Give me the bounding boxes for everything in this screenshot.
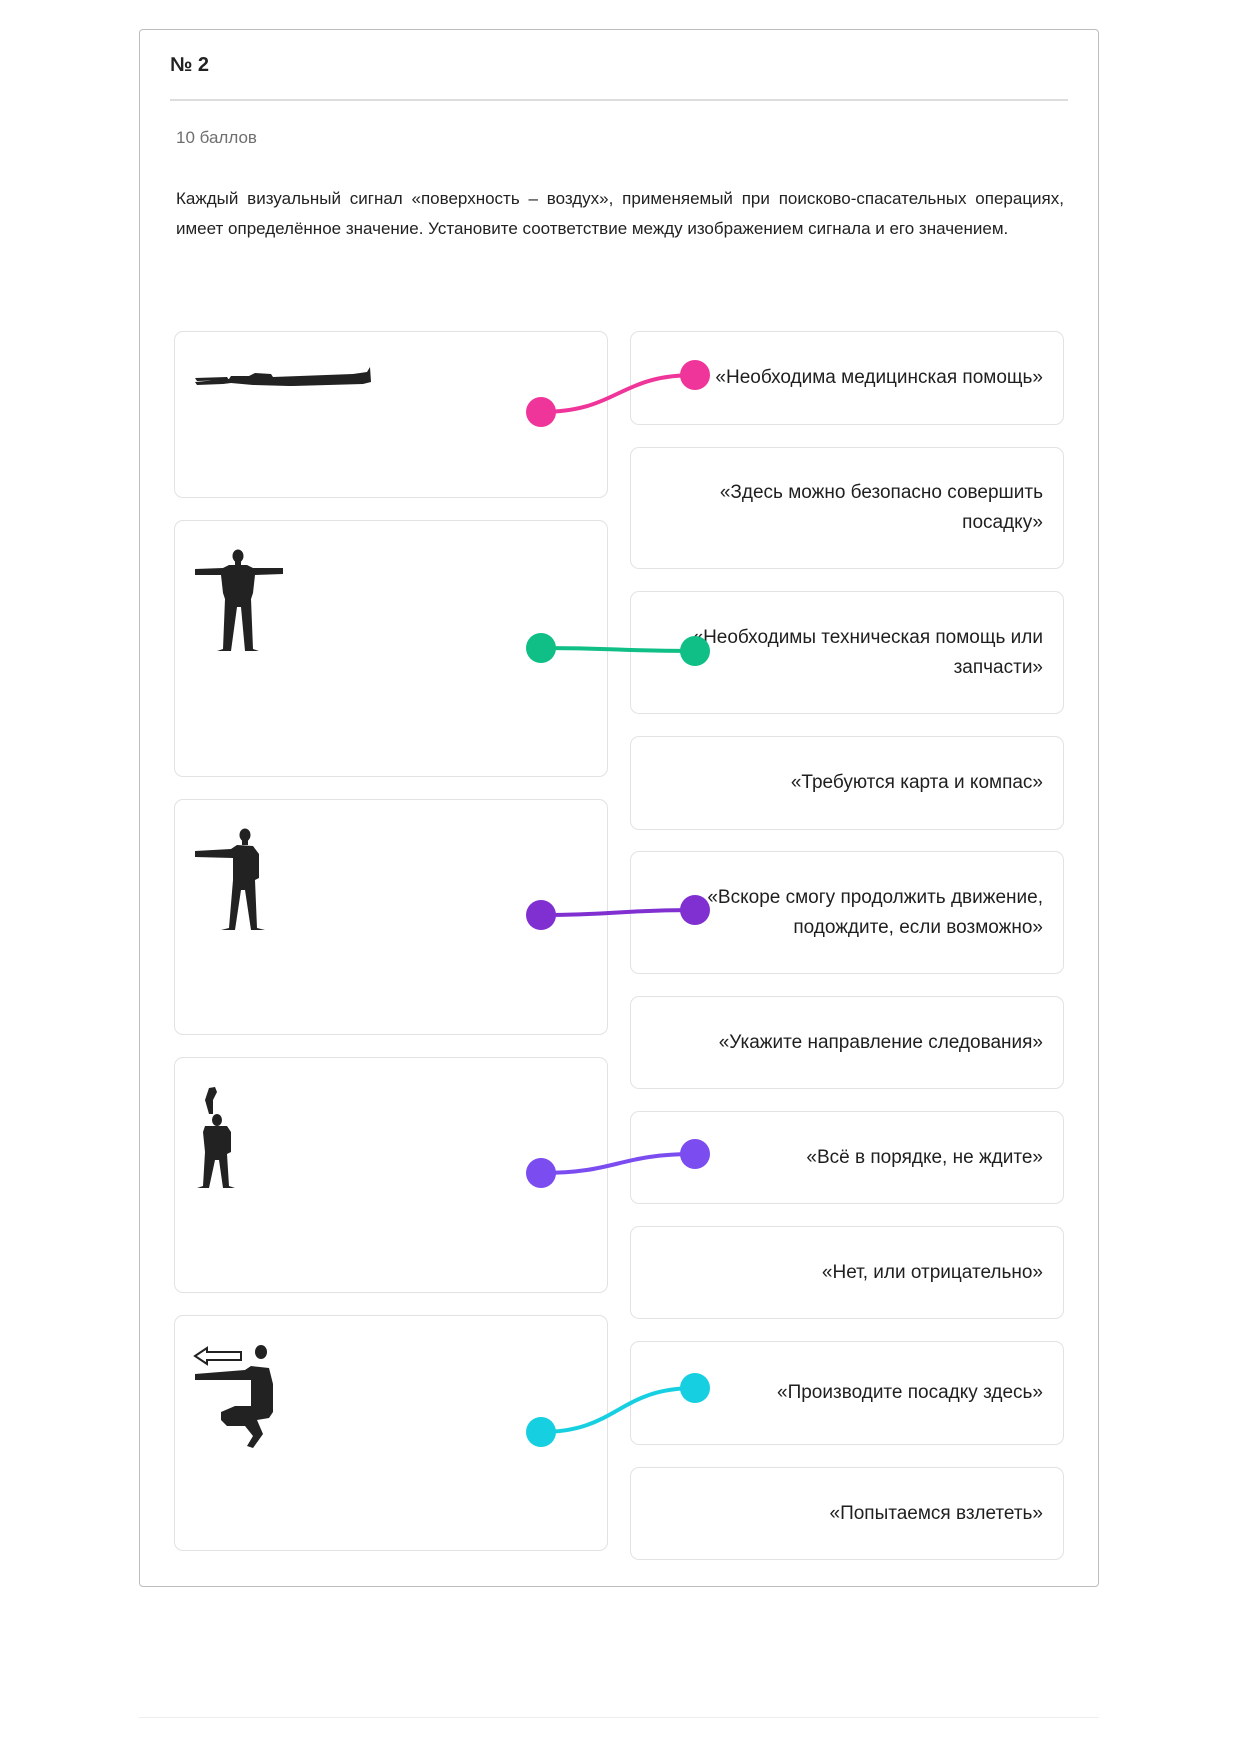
right-item-label: «Нет, или отрицательно» — [821, 1261, 1043, 1283]
connection-line — [539, 373, 697, 414]
connection-line — [539, 908, 697, 917]
connection-line — [539, 1152, 697, 1175]
right-item-label: «Всё в порядке, не ждите» — [806, 1146, 1043, 1168]
right-connector-dot[interactable] — [680, 360, 710, 390]
question-card: № 2 10 баллов Каждый визуальный сигнал «… — [139, 29, 1099, 1587]
right-item-10[interactable]: «Попытаемся взлететь» — [630, 1467, 1064, 1560]
right-connector-dot[interactable] — [680, 895, 710, 925]
arm-pointing-person-icon — [195, 828, 265, 930]
arm-raised-person-icon — [197, 1087, 235, 1188]
points-label: 10 баллов — [176, 128, 257, 147]
connection-line — [539, 1386, 697, 1434]
left-connector-dot[interactable] — [526, 633, 556, 663]
right-item-label: «Необходимы техническая помощь или запча… — [692, 626, 1044, 678]
right-item-label: «Здесь можно безопасно совершить посадку… — [719, 482, 1043, 533]
right-item-6[interactable]: «Укажите направление следования» — [630, 996, 1064, 1089]
right-item-label: «Необходима медицинская помощь» — [715, 367, 1043, 388]
question-text: Каждый визуальный сигнал «поверхность – … — [176, 189, 1064, 238]
divider — [170, 99, 1068, 101]
left-connector-dot[interactable] — [526, 1158, 556, 1188]
arms-outstretched-person-icon — [195, 549, 283, 651]
right-item-label: «Попытаемся взлететь» — [829, 1502, 1043, 1524]
right-item-label: «Укажите направление следования» — [718, 1031, 1043, 1053]
lying-person-icon — [195, 367, 371, 386]
right-item-8[interactable]: «Нет, или отрицательно» — [630, 1226, 1064, 1319]
right-connector-dot[interactable] — [680, 1373, 710, 1403]
footer-divider — [139, 1717, 1099, 1718]
right-item-label: «Вскоре смогу продолжить движение, подож… — [707, 886, 1043, 938]
right-item-2[interactable]: «Здесь можно безопасно совершить посадку… — [630, 447, 1064, 569]
right-item-label: «Требуются карта и компас» — [790, 772, 1043, 793]
squatting-arms-forward-person-icon — [193, 1345, 273, 1448]
connection-line — [539, 646, 697, 653]
right-connector-dot[interactable] — [680, 1139, 710, 1169]
right-item-4[interactable]: «Требуются карта и компас» — [630, 736, 1064, 830]
right-connector-dot[interactable] — [680, 636, 710, 666]
left-connector-dot[interactable] — [526, 1417, 556, 1447]
left-connector-dot[interactable] — [526, 397, 556, 427]
connections-layer — [526, 360, 710, 1447]
right-item-label: «Производите посадку здесь» — [777, 1382, 1043, 1403]
left-connector-dot[interactable] — [526, 900, 556, 930]
question-number: № 2 — [170, 54, 209, 76]
